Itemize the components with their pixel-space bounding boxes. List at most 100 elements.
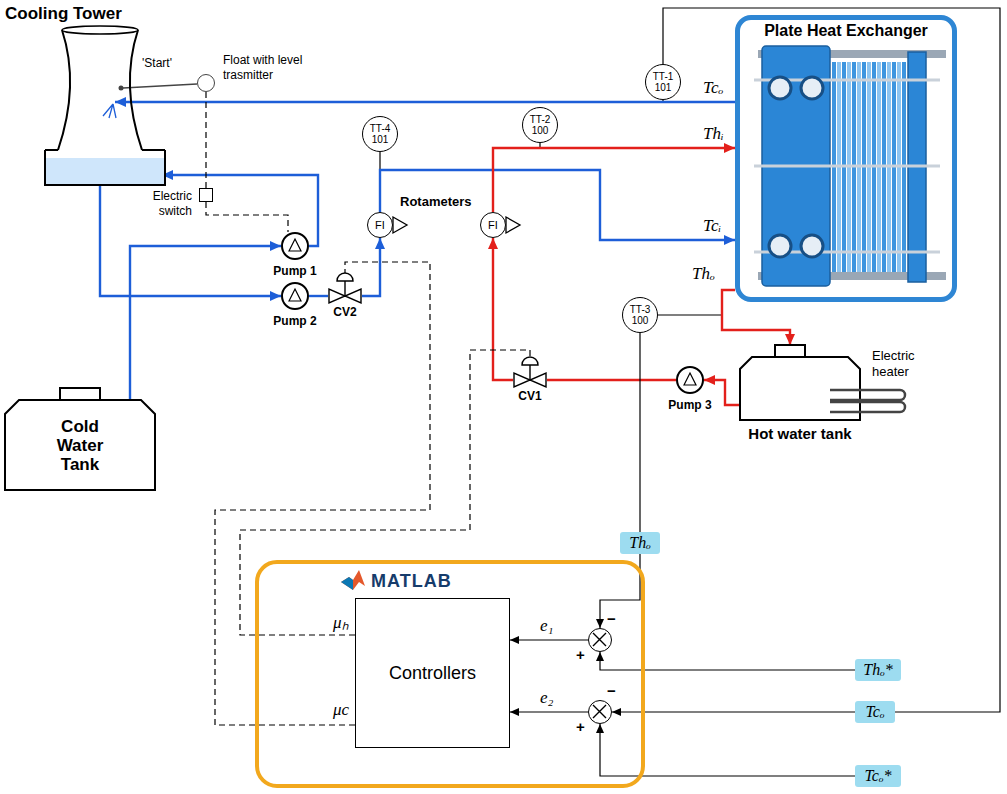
- signal-tag: Thₒ*: [855, 659, 901, 681]
- drawing-circle: [801, 235, 823, 257]
- drawing-path: [593, 705, 606, 718]
- drawing-circle: [801, 77, 823, 99]
- drawing-rect: [775, 345, 805, 357]
- controller-box: Controllers: [355, 598, 510, 748]
- pipe-line: [380, 170, 735, 240]
- matlab-panel: MATLABControllers−+−+: [255, 560, 645, 788]
- rotameter: FI: [480, 212, 506, 238]
- control-signal-line: [206, 202, 288, 232]
- drawing-ellipse: [62, 26, 138, 34]
- cooling-tower: Cooling Tower: [45, 30, 165, 185]
- node-label: Hot water tank: [748, 425, 851, 442]
- drawing-line: [344, 281, 345, 296]
- control-signal-line: [205, 92, 206, 188]
- node-label: −: [607, 610, 616, 627]
- node-label: Plate Heat Exchanger: [740, 22, 952, 40]
- cold-water-tank: Cold Water Tank: [5, 400, 155, 490]
- annotation-label: Electric heater: [872, 348, 942, 380]
- drawing-rect: [60, 388, 100, 400]
- signal-line: [663, 8, 1000, 712]
- annotation-label: Tcₒ: [703, 78, 723, 98]
- pipe-line: [130, 246, 281, 400]
- drawing-path: [103, 104, 116, 118]
- shape-outline: [283, 284, 307, 308]
- node-label: MATLAB: [371, 571, 452, 592]
- summing-junction: −+: [588, 700, 612, 724]
- drawing-path: [329, 289, 361, 303]
- control-valve: CV1: [513, 357, 547, 387]
- rotameter: FI: [367, 212, 393, 238]
- shape-outline: [678, 368, 702, 392]
- node-label: 100: [532, 125, 549, 136]
- temperature-transmitter: TT-3100: [622, 297, 658, 333]
- node-label: Tcₒ: [865, 703, 884, 721]
- signal-line: [612, 711, 855, 712]
- shape-outline: [589, 629, 611, 651]
- pipe-line: [362, 238, 380, 296]
- annotation-label: μₕ: [333, 610, 349, 633]
- drawing-path: [337, 273, 353, 281]
- drawing-g: [341, 570, 365, 590]
- node-label: Pump 1: [273, 264, 316, 278]
- annotation-label: Rotameters: [400, 194, 472, 209]
- plate-heat-exchanger: Plate Heat Exchanger: [735, 15, 957, 302]
- node-label: Float with level trasmitter: [223, 53, 328, 83]
- drawing-path: [289, 239, 301, 251]
- drawing-path: [754, 80, 940, 252]
- signal-line: [600, 724, 855, 776]
- node-label: +: [576, 646, 585, 663]
- drawing-path: [522, 357, 538, 365]
- node-label: TT-1: [653, 71, 674, 82]
- drawing-path: [45, 150, 165, 185]
- drawing-path: [593, 633, 606, 646]
- signal-line: [600, 652, 855, 670]
- signal-tag: Tcₒ*: [855, 765, 901, 787]
- node-label: Electric switch: [140, 189, 192, 219]
- annotation-label: 'Start': [142, 56, 172, 70]
- signal-line: [639, 333, 640, 532]
- drawing-path: [341, 577, 353, 590]
- drawing-path: [740, 357, 860, 420]
- node-label: +: [576, 718, 585, 735]
- node-label: 101: [655, 82, 672, 93]
- pipe-line: [493, 148, 735, 212]
- shape-outline: [328, 273, 362, 303]
- pump-symbol: Pump 2: [281, 282, 309, 310]
- signal-line: [600, 554, 640, 628]
- shape-outline: [740, 20, 952, 297]
- node-label: 100: [632, 315, 649, 326]
- annotation-label: Tcᵢ: [703, 216, 721, 236]
- annotation-label: Thₒ: [692, 264, 715, 284]
- node-label: Tcₒ*: [864, 767, 891, 785]
- signal-line: [510, 639, 588, 640]
- signal-tag: Tcₒ: [855, 701, 895, 723]
- float-pivot: [119, 86, 124, 91]
- drawing-path: [5, 400, 155, 490]
- signal-label: e₂: [540, 688, 553, 708]
- node-label: Pump 3: [668, 398, 711, 412]
- annotation-label: μc: [333, 700, 349, 720]
- pipe-line: [115, 101, 735, 103]
- temperature-transmitter: TT-4101: [362, 116, 398, 152]
- temperature-transmitter: TT-1101: [645, 64, 681, 100]
- shape-outline: [45, 30, 165, 185]
- drawing-rect: [45, 158, 165, 185]
- drawing-circle: [769, 235, 791, 257]
- electric-switch: Electric switch: [199, 188, 213, 202]
- signal-tag: Thₒ: [620, 532, 660, 554]
- pump-symbol: Pump 1: [281, 232, 309, 260]
- drawing-path: [58, 30, 142, 150]
- node-label: TT-2: [530, 114, 551, 125]
- level-float: Float with level trasmitter: [197, 74, 215, 92]
- node-label: Thₒ: [629, 534, 650, 552]
- signal-line: [510, 711, 588, 712]
- drawing-path: [514, 373, 546, 387]
- temperature-transmitter: TT-2100: [522, 107, 558, 143]
- pipe-line: [100, 185, 281, 296]
- rotameter-tail: [506, 217, 520, 233]
- shape-outline: [283, 234, 307, 258]
- node-label: FI: [488, 219, 498, 231]
- shape-outline: [513, 357, 547, 387]
- drawing-line: [529, 365, 530, 380]
- node-label: −: [607, 682, 616, 699]
